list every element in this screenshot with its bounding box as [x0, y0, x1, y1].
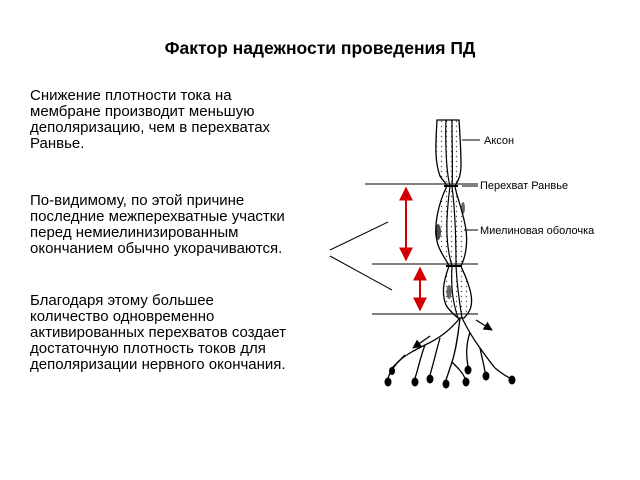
current-arrow-left	[412, 335, 431, 349]
text-line: окончанием обычно укорачиваются.	[30, 240, 283, 257]
myelin-sheath-label: Миелиновая оболочка	[480, 225, 595, 237]
axon-label: Аксон	[484, 135, 514, 147]
text-line: последние межперехватные участки	[30, 208, 285, 225]
paragraph-activated-nodes: Благодаря этому большее количество однов…	[30, 293, 350, 373]
pointer-line-upper	[329, 221, 389, 251]
text-line: активированных перехватов создает	[30, 324, 287, 341]
text-line: деполяризацию, чем в перехватах	[30, 119, 271, 136]
text-line: количество одновременно	[30, 308, 215, 325]
text-line: Благодаря этому большее	[30, 292, 214, 309]
text-line: Снижение плотности тока на	[30, 87, 232, 104]
paragraph-current-density: Снижение плотности тока на мембране прои…	[30, 88, 350, 152]
axon-core	[445, 119, 459, 319]
paragraph-internode-shortening: По-видимому, по этой причине последние м…	[30, 193, 350, 257]
slide-title: Фактор надежности проведения ПД	[164, 38, 476, 58]
nerve-terminal-branches	[387, 317, 511, 381]
text-line: По-видимому, по этой причине	[30, 192, 245, 209]
text-line: достаточную плотность токов для	[30, 340, 266, 357]
text-line: мембране производит меньшую	[30, 103, 255, 120]
nerve-terminal-endings	[384, 365, 516, 389]
current-arrow-right	[475, 319, 493, 331]
text-line: деполяризации нервного окончания.	[30, 356, 286, 373]
text-line: Ранвье.	[30, 135, 85, 152]
text-line: перед немиелинизированным	[30, 224, 239, 241]
node-of-ranvier-label: Перехват Ранвье	[480, 180, 568, 192]
pointer-line-lower	[329, 255, 393, 291]
myelin-sheath	[435, 119, 473, 319]
